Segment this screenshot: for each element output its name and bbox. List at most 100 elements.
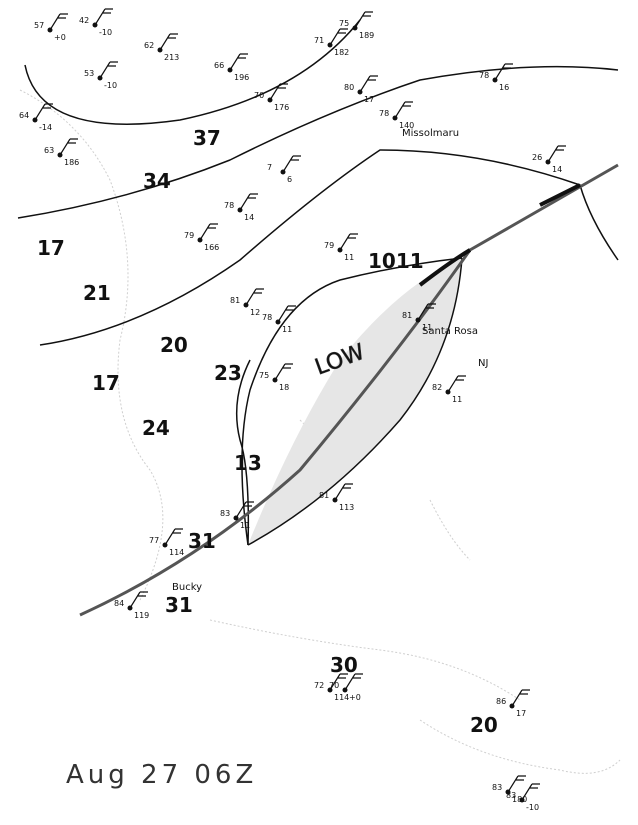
wind-barb bbox=[94, 8, 113, 26]
wind-barb bbox=[511, 689, 530, 707]
wind-barb bbox=[164, 528, 183, 546]
wind-barb bbox=[394, 101, 413, 119]
wind-barb bbox=[239, 193, 258, 211]
station-value: +0 bbox=[349, 693, 361, 702]
station-value: 166 bbox=[204, 243, 219, 252]
place-label-missolmaru: Missolmaru bbox=[402, 128, 459, 139]
isobar-mid bbox=[17, 65, 619, 219]
station-temp: 78 bbox=[379, 109, 389, 118]
wind-barb bbox=[329, 28, 348, 46]
station-temp: 66 bbox=[214, 61, 224, 70]
map-caption: Aug 27 06Z bbox=[66, 760, 258, 790]
station-value: -10 bbox=[104, 81, 117, 90]
station-plot: 42-10 bbox=[79, 8, 113, 37]
station-temp: 81 bbox=[402, 311, 412, 320]
big-number: 34 bbox=[143, 169, 171, 193]
station-dot bbox=[509, 703, 515, 709]
wind-barb bbox=[494, 63, 513, 81]
wind-barb bbox=[274, 363, 293, 381]
station-plot: 66 196 bbox=[214, 53, 249, 82]
station-temp: 64 bbox=[19, 111, 29, 120]
big-number: 23 bbox=[214, 361, 242, 385]
wind-barb bbox=[235, 501, 254, 519]
wind-barb bbox=[359, 75, 378, 93]
isobar-low-outer bbox=[241, 257, 463, 546]
station-plot: 76 bbox=[267, 155, 301, 184]
station-dot bbox=[327, 42, 333, 48]
wind-barb bbox=[354, 11, 373, 29]
station-plot: 81 12 bbox=[230, 288, 264, 317]
station-temp: 78 bbox=[224, 201, 234, 210]
wind-barb bbox=[129, 591, 148, 609]
station-value: 196 bbox=[234, 73, 249, 82]
big-number: 31 bbox=[165, 593, 193, 617]
station-plot: 79 11 bbox=[324, 233, 358, 262]
station-plot: 81 11 bbox=[402, 303, 436, 332]
station-value: 17 bbox=[516, 709, 526, 718]
station-temp: 83 bbox=[492, 783, 502, 792]
station-dot bbox=[92, 22, 98, 28]
station-value: 186 bbox=[64, 158, 79, 167]
place-label-nj: NJ bbox=[478, 358, 488, 369]
place-label-bucky: Bucky bbox=[172, 582, 202, 593]
station-value: 113 bbox=[339, 503, 354, 512]
station-value: 6 bbox=[287, 175, 292, 184]
station-dot bbox=[445, 389, 451, 395]
station-value: 12 bbox=[250, 308, 260, 317]
station-value: 11 bbox=[422, 323, 432, 332]
station-dot bbox=[243, 302, 249, 308]
station-dot bbox=[227, 67, 233, 73]
wind-barb bbox=[159, 33, 178, 51]
station-temp: 62 bbox=[144, 41, 154, 50]
station-value: 16 bbox=[499, 83, 509, 92]
station-temp: 83 bbox=[506, 791, 516, 800]
isobar-low-inner bbox=[247, 257, 463, 546]
station-temp: 83 bbox=[220, 509, 230, 518]
station-temp: 81 bbox=[230, 296, 240, 305]
station-plot: 53-10 bbox=[84, 61, 118, 90]
station-dot bbox=[505, 789, 511, 795]
wind-barb bbox=[417, 303, 436, 321]
station-value: -14 bbox=[39, 123, 52, 132]
station-value: 11 bbox=[344, 253, 354, 262]
pressure-label: 1011 bbox=[368, 249, 424, 273]
wind-barb bbox=[507, 775, 526, 793]
station-dot bbox=[415, 317, 421, 323]
front-line-bold bbox=[418, 248, 472, 287]
station-dot bbox=[519, 797, 525, 803]
station-temp: 7 bbox=[267, 163, 272, 172]
station-dot bbox=[237, 207, 243, 213]
station-temp: 80 bbox=[344, 83, 354, 92]
station-dot bbox=[332, 497, 338, 503]
wind-barb bbox=[34, 103, 53, 121]
station-value: 176 bbox=[274, 103, 289, 112]
station-value: 182 bbox=[334, 48, 349, 57]
isobar-south bbox=[39, 149, 619, 346]
station-temp: 79 bbox=[324, 241, 334, 250]
wind-barb bbox=[521, 783, 540, 801]
station-value: 213 bbox=[164, 53, 179, 62]
station-value: 18 bbox=[279, 383, 289, 392]
station-dot bbox=[97, 75, 103, 81]
station-dot bbox=[47, 27, 53, 33]
big-number: 24 bbox=[142, 416, 170, 440]
front-line-bold-2 bbox=[539, 183, 581, 207]
station-temp: 75 bbox=[259, 371, 269, 380]
station-dot bbox=[32, 117, 38, 123]
big-number: 17 bbox=[37, 236, 65, 260]
station-temp: 71 bbox=[314, 36, 324, 45]
wind-barb bbox=[334, 483, 353, 501]
big-number: 20 bbox=[470, 713, 498, 737]
wind-barb bbox=[339, 233, 358, 251]
